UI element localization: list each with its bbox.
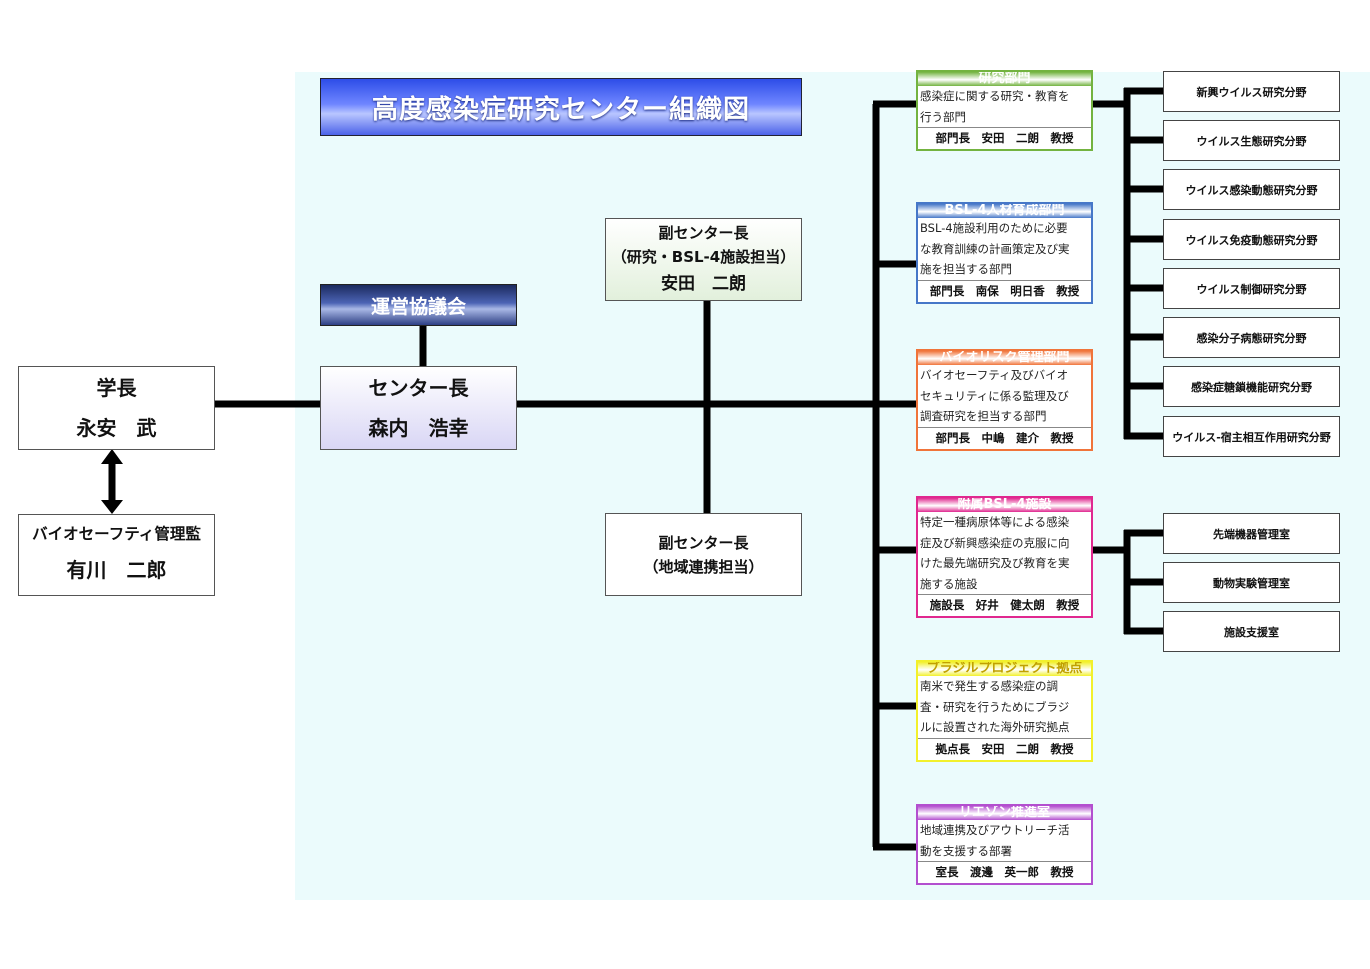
vice-regional-role: 副センター長 bbox=[658, 533, 749, 552]
research-field-box: ウイルス免疫動態研究分野 bbox=[1163, 219, 1340, 260]
department-description-line: 行う部門 bbox=[920, 109, 966, 124]
department-description-line: 感染症に関する研究・教育を bbox=[920, 89, 1070, 103]
research-field-box: ウイルス制御研究分野 bbox=[1163, 268, 1340, 309]
department-name: ブラジルプロジェクト拠点 bbox=[918, 662, 1091, 676]
president-box: 学長 永安 武 bbox=[18, 366, 215, 450]
department-description-line: 動を支援する部署 bbox=[920, 843, 1012, 858]
facility-room-box: 先端機器管理室 bbox=[1163, 513, 1340, 554]
research-field-box: 感染症糖鎖機能研究分野 bbox=[1163, 366, 1340, 407]
steering-council-box: 運営協議会 bbox=[320, 284, 517, 326]
research-field-box: ウイルス-宿主相互作用研究分野 bbox=[1163, 416, 1340, 457]
department-name: 研究部門 bbox=[918, 72, 1091, 86]
vice-director-regional-box: 副センター長 （地域連携担当） bbox=[605, 513, 802, 596]
biosafety-name: 有川 二郎 bbox=[66, 558, 167, 582]
department-description-line: セキュリティに係る監理及び bbox=[920, 388, 1069, 403]
department-leader: 部門長 安田 二朗 教授 bbox=[918, 127, 1091, 149]
vice-director-research-box: 副センター長 （研究・BSL-4施設担当） 安田 二朗 bbox=[605, 218, 802, 301]
vice-research-name: 安田 二朗 bbox=[661, 273, 746, 294]
department-box: リエゾン推進室地域連携及びアウトリーチ活動を支援する部署室長 渡邊 英一郎 教授 bbox=[916, 804, 1093, 885]
diagram-background bbox=[295, 72, 1370, 900]
department-leader: 施設長 好井 健太朗 教授 bbox=[918, 594, 1091, 616]
department-description-line: 地域連携及びアウトリーチ活 bbox=[920, 823, 1070, 837]
department-name: 附属BSL-4施設 bbox=[918, 498, 1091, 512]
biosafety-role: バイオセーフティ管理監 bbox=[32, 525, 201, 543]
research-field-box: 感染分子病態研究分野 bbox=[1163, 317, 1340, 358]
department-description-line: 症及び新興感染症の克服に向 bbox=[920, 535, 1070, 550]
vice-research-scope: （研究・BSL-4施設担当） bbox=[611, 247, 796, 266]
center-director-box: センター長 森内 浩幸 bbox=[320, 366, 517, 450]
department-leader: 部門長 南保 明日香 教授 bbox=[918, 279, 1091, 302]
department-description: 地域連携及びアウトリーチ活動を支援する部署 bbox=[918, 820, 1091, 861]
department-leader: 拠点長 安田 二朗 教授 bbox=[918, 737, 1091, 760]
department-leader: 室長 渡邊 英一郎 教授 bbox=[918, 861, 1091, 883]
department-description-line: 施を担当する部門 bbox=[920, 262, 1012, 276]
department-description-line: バイオセーフティ及びバイオ bbox=[920, 368, 1069, 382]
department-box: ブラジルプロジェクト拠点南米で発生する感染症の調査・研究を行うためにブラジルに設… bbox=[916, 660, 1093, 762]
department-box: バイオリスク管理部門バイオセーフティ及びバイオセキュリティに係る監理及び調査研究… bbox=[916, 349, 1093, 451]
department-description-line: 特定一種病原体等による感染 bbox=[920, 515, 1070, 529]
facility-room-box: 動物実験管理室 bbox=[1163, 562, 1340, 603]
department-name: リエゾン推進室 bbox=[918, 806, 1091, 820]
biosafety-supervisor-box: バイオセーフティ管理監 有川 二郎 bbox=[18, 514, 215, 596]
department-description-line: BSL-4施設利用のために必要 bbox=[920, 221, 1068, 235]
department-description-line: ルに設置された海外研究拠点 bbox=[920, 720, 1070, 734]
department-box: 研究部門感染症に関する研究・教育を行う部門部門長 安田 二朗 教授 bbox=[916, 70, 1093, 151]
department-name: BSL-4人材育成部門 bbox=[918, 204, 1091, 218]
vice-research-role: 副センター長 bbox=[658, 223, 749, 242]
chart-title: 高度感染症研究センター組織図 bbox=[320, 78, 802, 136]
department-leader: 部門長 中嶋 建介 教授 bbox=[918, 426, 1091, 449]
department-description-line: な教育訓練の計画策定及び実 bbox=[920, 241, 1070, 256]
research-field-box: ウイルス感染動態研究分野 bbox=[1163, 169, 1340, 210]
president-name: 永安 武 bbox=[76, 416, 157, 440]
department-description: 感染症に関する研究・教育を行う部門 bbox=[918, 86, 1091, 127]
department-description-line: けた最先端研究及び教育を実 bbox=[920, 556, 1070, 570]
facility-room-box: 施設支援室 bbox=[1163, 611, 1340, 652]
department-description-line: 調査研究を担当する部門 bbox=[920, 409, 1047, 423]
president-role: 学長 bbox=[96, 376, 137, 400]
department-description-line: 南米で発生する感染症の調 bbox=[920, 679, 1058, 693]
department-description-line: 査・研究を行うためにブラジ bbox=[920, 699, 1070, 714]
director-name: 森内 浩幸 bbox=[368, 416, 469, 440]
department-description: BSL-4施設利用のために必要な教育訓練の計画策定及び実施を担当する部門 bbox=[918, 218, 1091, 280]
department-description: 特定一種病原体等による感染症及び新興感染症の克服に向けた最先端研究及び教育を実施… bbox=[918, 512, 1091, 594]
department-description: 南米で発生する感染症の調査・研究を行うためにブラジルに設置された海外研究拠点 bbox=[918, 676, 1091, 738]
research-field-box: ウイルス生態研究分野 bbox=[1163, 120, 1340, 161]
research-field-box: 新興ウイルス研究分野 bbox=[1163, 71, 1340, 112]
department-name: バイオリスク管理部門 bbox=[918, 351, 1091, 365]
director-role: センター長 bbox=[368, 376, 469, 400]
department-box: 附属BSL-4施設特定一種病原体等による感染症及び新興感染症の克服に向けた最先端… bbox=[916, 496, 1093, 618]
department-description: バイオセーフティ及びバイオセキュリティに係る監理及び調査研究を担当する部門 bbox=[918, 365, 1091, 427]
vice-regional-scope: （地域連携担当） bbox=[643, 557, 764, 576]
department-description-line: 施する施設 bbox=[920, 576, 978, 591]
